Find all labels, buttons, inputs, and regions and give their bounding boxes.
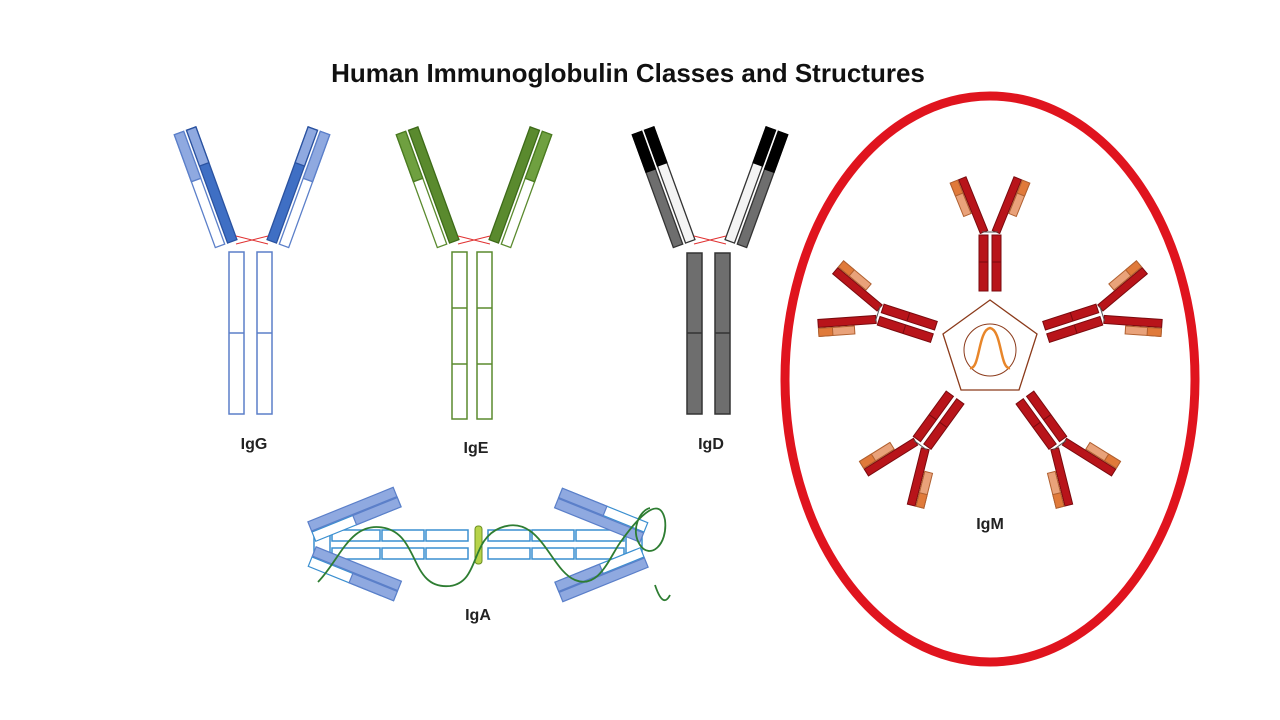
igm-structure (812, 176, 1168, 514)
igm-label: IgM (976, 516, 1004, 533)
igd-label: IgD (698, 436, 724, 453)
igg-structure (173, 126, 331, 415)
diagram-title: Human Immunoglobulin Classes and Structu… (331, 58, 925, 88)
iga-structure (307, 486, 671, 603)
igg-label: IgG (240, 436, 268, 453)
ige-structure (395, 126, 553, 420)
igm-highlight-circle (780, 91, 1200, 667)
iga-label: IgA (465, 607, 491, 624)
igd-structure (631, 126, 789, 415)
ige-label: IgE (463, 440, 489, 457)
